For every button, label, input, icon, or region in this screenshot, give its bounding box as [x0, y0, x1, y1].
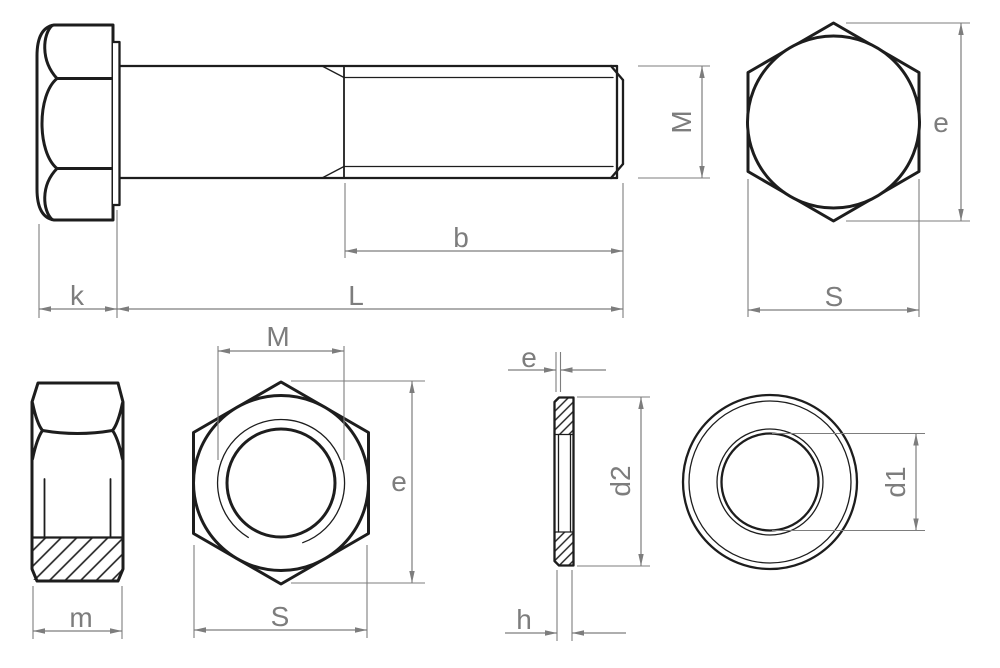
- dim-washer-chamfer-e: e: [508, 342, 606, 392]
- nut-chamfer-arc-left-lower: [31, 429, 44, 461]
- washer-hole-circle: [720, 432, 820, 532]
- dim-label-h: h: [516, 604, 532, 635]
- nut-bore-circle: [225, 427, 337, 539]
- nut-thread-major-circle: [216, 418, 346, 544]
- bolt-thread-runout-chamfer-top: [321, 65, 345, 79]
- bolt-head-chamfer-arc-top: [43, 24, 59, 80]
- bolt-thread-runout-chamfer-bottom: [321, 165, 345, 179]
- nut-chamfer-arc-right-upper: [111, 401, 124, 432]
- washer-outer-chamfer-circle: [688, 400, 852, 564]
- bolt-side-view: k L b M: [35, 23, 710, 318]
- nut-front-view: M e S: [192, 321, 425, 638]
- nut-section-hatch: [32, 538, 123, 580]
- dim-label-e: e: [521, 342, 537, 373]
- bolt-head-chamfer-arc-middle: [40, 77, 59, 170]
- nut-chamfer-arc-right-lower: [111, 429, 124, 461]
- washer-section-outline: [553, 396, 575, 567]
- washer-section-hatch-top: [555, 398, 573, 435]
- washer-hole-chamfer-circle: [716, 428, 824, 536]
- dim-label-b: b: [453, 222, 469, 253]
- dim-label-k: k: [70, 280, 85, 311]
- dim-label-M: M: [266, 321, 289, 352]
- dim-label-M: M: [666, 110, 697, 133]
- nut-chamfer-arc-left-upper: [31, 401, 44, 432]
- dim-washer-inner-d1: d1: [772, 432, 925, 532]
- head-chamfer-circle: [746, 34, 921, 210]
- bolt-end-chamfer-top: [609, 64, 625, 82]
- washer-front-view: d1: [681, 393, 925, 571]
- dim-washer-thickness-h: h: [505, 570, 626, 641]
- dim-washer-outer-d2: d2: [577, 396, 650, 567]
- nut-chamfer-arc-middle-face: [41, 429, 114, 435]
- dim-head-height-k: k: [38, 210, 118, 318]
- bolt-head-front-view: e S: [746, 21, 970, 317]
- washer-side-view: e d2 h: [505, 342, 650, 641]
- dim-thread-length-b: b: [344, 183, 623, 258]
- bolt-head-washer-face: [111, 40, 121, 207]
- dim-label-L: L: [348, 280, 364, 311]
- dim-nut-across-flats-S: S: [193, 545, 368, 638]
- dim-nut-across-corners-e: e: [291, 380, 425, 584]
- dim-label-m: m: [69, 602, 92, 633]
- dim-label-d2: d2: [605, 465, 636, 496]
- dim-diameter-M: M: [638, 65, 710, 179]
- bolt-head-chamfer-arc-bottom: [43, 167, 59, 221]
- dim-label-e: e: [391, 466, 407, 497]
- dim-label-S: S: [825, 281, 844, 312]
- dim-across-corners-e: e: [846, 22, 970, 222]
- dim-nut-height-m: m: [32, 586, 123, 639]
- washer-section-hatch-bottom: [555, 532, 573, 565]
- bolt-end-chamfer-bottom: [609, 162, 625, 180]
- dim-label-S: S: [271, 601, 290, 632]
- nut-side-view: m: [30, 381, 125, 639]
- dim-across-flats-S: S: [747, 179, 920, 317]
- dim-label-e: e: [933, 107, 949, 138]
- dim-nut-thread-M: M: [217, 321, 345, 460]
- bolt-head-outline: [35, 23, 115, 222]
- dim-label-d1: d1: [880, 466, 911, 497]
